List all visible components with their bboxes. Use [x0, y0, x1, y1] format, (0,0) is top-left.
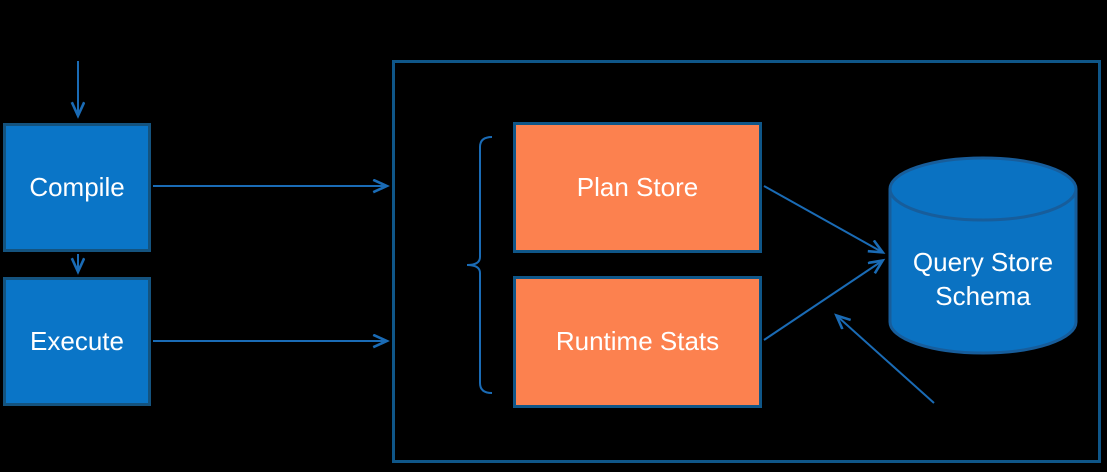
node-runtime-stats-label: Runtime Stats [555, 326, 720, 357]
node-execute: Execute [3, 277, 151, 406]
node-compile: Compile [3, 123, 151, 252]
node-query-store-schema-label: Query Store Schema [888, 232, 1078, 327]
node-runtime-stats: Runtime Stats [513, 276, 762, 408]
node-execute-label: Execute [30, 325, 124, 356]
node-compile-label: Compile [29, 171, 125, 202]
query-store-schema-line2: Schema [935, 280, 1031, 311]
node-plan-store-label: Plan Store [576, 171, 699, 202]
query-store-container-box [392, 60, 1101, 463]
node-plan-store: Plan Store [513, 122, 762, 253]
query-store-schema-line1: Query Store [912, 246, 1054, 277]
